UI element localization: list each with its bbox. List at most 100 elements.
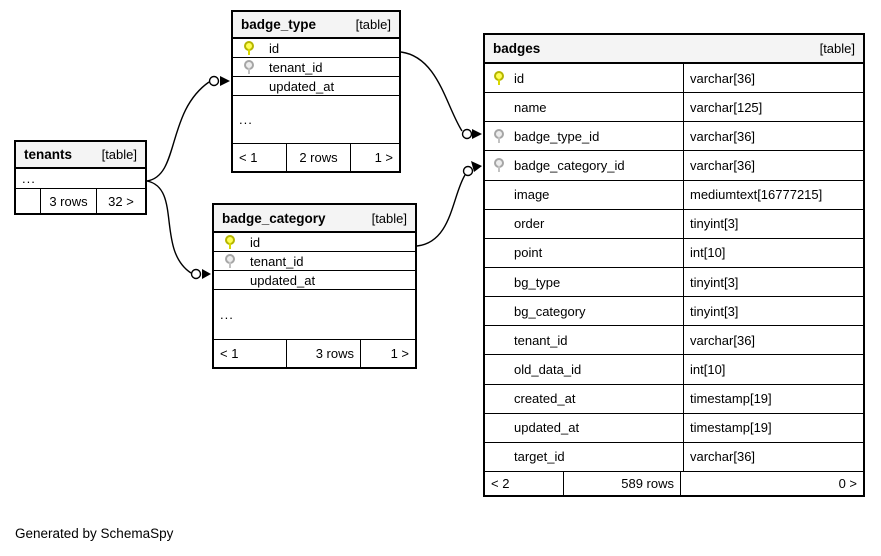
collapsed-columns-row[interactable]: ... (16, 169, 145, 189)
column-name: bg_category (514, 303, 586, 319)
column-name: created_at (514, 391, 576, 407)
column-type: varchar[36] (683, 64, 863, 93)
column-name: bg_type (514, 274, 561, 290)
column-row[interactable]: order tinyint[3] (485, 209, 863, 239)
column-row[interactable]: tenant_id (233, 58, 399, 77)
generated-by-note: Generated by SchemaSpy (15, 526, 174, 541)
column-row[interactable]: image mediumtext[16777215] (485, 180, 863, 210)
table-type-tag: [table] (371, 210, 407, 226)
column-row[interactable]: updated_at (233, 77, 399, 96)
column-row[interactable]: id (233, 39, 399, 58)
footer-children-cell: 1 > (374, 150, 393, 165)
column-name: order (514, 216, 545, 232)
entity-table-badges[interactable]: badges [table] id varchar[36] name varch… (483, 33, 865, 497)
relationship-badge-type-badges (400, 51, 482, 140)
footer-parents-cell: < 2 (485, 472, 564, 495)
column-name: target_id (514, 449, 565, 465)
column-name: badge_type_id (514, 128, 600, 144)
table-footer: < 1 2 rows 1 > (233, 144, 399, 171)
column-row[interactable]: id varchar[36] (485, 64, 863, 94)
footer-parents-cell: < 1 (233, 144, 287, 171)
foreign-key-icon (222, 252, 238, 270)
footer-rowcount-cell: 3 rows (287, 340, 361, 367)
column-name-cell: badge_type_id (485, 122, 683, 150)
table-header[interactable]: badges [table] (485, 35, 863, 64)
primary-key-icon (241, 39, 257, 57)
column-name: id (269, 40, 280, 56)
column-type: varchar[36] (683, 122, 863, 151)
column-name: id (250, 234, 261, 250)
column-name-cell: tenant_id (485, 326, 683, 354)
collapsed-columns-row[interactable]: ... (214, 290, 415, 340)
foreign-key-icon (491, 127, 507, 145)
key-icon-slot (491, 186, 507, 204)
key-icon-slot (491, 390, 507, 408)
column-name-cell: point (485, 239, 683, 267)
column-row[interactable]: point int[10] (485, 238, 863, 268)
entity-table-badge-category[interactable]: badge_category [table] id tenant_id upda… (212, 203, 417, 369)
foreign-key-icon (491, 156, 507, 174)
footer-children-cell: 32 > (108, 193, 134, 209)
column-name: old_data_id (514, 361, 582, 377)
column-name-cell: bg_category (485, 297, 683, 325)
column-type: varchar[36] (683, 442, 863, 471)
column-name-cell: updated_at (485, 414, 683, 442)
table-header[interactable]: badge_type [table] (233, 12, 399, 39)
entity-table-badge-type[interactable]: badge_type [table] id tenant_id updated_… (231, 10, 401, 173)
footer-rowcount-cell: 2 rows (287, 144, 351, 171)
column-row[interactable]: tenant_id varchar[36] (485, 326, 863, 356)
column-name: tenant_id (269, 59, 323, 75)
table-name: badges (493, 41, 541, 56)
footer-parents-cell: < 1 (214, 340, 287, 367)
column-list: id varchar[36] name varchar[125] badge_t… (485, 64, 863, 472)
footer-rowcount-cell: 3 rows (41, 189, 97, 213)
column-name-cell: badge_category_id (485, 151, 683, 179)
column-name-cell: bg_type (485, 268, 683, 296)
column-type: mediumtext[16777215] (683, 180, 863, 209)
column-name-cell: image (485, 181, 683, 209)
primary-key-icon (222, 233, 238, 251)
column-name: updated_at (250, 272, 316, 288)
column-row[interactable]: tenant_id (214, 252, 415, 271)
column-type: timestamp[19] (683, 384, 863, 413)
footer-parents-cell (16, 189, 41, 213)
column-row[interactable]: target_id varchar[36] (485, 442, 863, 472)
footer-children-cell: 1 > (390, 346, 409, 361)
column-name: point (514, 245, 543, 261)
column-row[interactable]: bg_category tinyint[3] (485, 297, 863, 327)
column-row[interactable]: bg_type tinyint[3] (485, 267, 863, 298)
column-row[interactable]: created_at timestamp[19] (485, 384, 863, 414)
column-row[interactable]: id (214, 233, 415, 252)
collapsed-columns-row[interactable]: ... (233, 96, 399, 144)
column-type: timestamp[19] (683, 413, 863, 442)
column-list: id tenant_id updated_at (233, 39, 399, 96)
column-list: id tenant_id updated_at (214, 233, 415, 290)
foreign-key-icon (241, 58, 257, 76)
footer-rowcount-cell: 589 rows (564, 472, 681, 495)
table-name: badge_category (222, 210, 326, 226)
table-name: tenants (24, 147, 73, 162)
column-row[interactable]: old_data_id int[10] (485, 355, 863, 385)
column-row[interactable]: name varchar[125] (485, 93, 863, 123)
key-icon-slot (491, 331, 507, 349)
table-header[interactable]: tenants [table] (16, 142, 145, 169)
key-icon-slot (491, 419, 507, 437)
table-header[interactable]: badge_category [table] (214, 205, 415, 233)
column-row[interactable]: badge_type_id varchar[36] (485, 122, 863, 152)
column-type: tinyint[3] (683, 297, 863, 326)
column-row[interactable]: badge_category_id varchar[36] (485, 151, 863, 181)
relationship-tenants-badge-type (146, 75, 230, 182)
table-type-tag: [table] (355, 17, 391, 32)
entity-table-tenants[interactable]: tenants [table] ... 3 rows 32 > (14, 140, 147, 215)
column-name-cell: created_at (485, 385, 683, 413)
column-row[interactable]: updated_at (214, 271, 415, 290)
table-name: badge_type (241, 17, 317, 32)
column-type: varchar[36] (683, 151, 863, 180)
column-name-cell: order (485, 210, 683, 238)
relationship-tenants-badge-category (146, 180, 211, 280)
column-name-cell: old_data_id (485, 355, 683, 383)
column-name: name (514, 99, 547, 115)
column-name: updated_at (269, 78, 335, 94)
column-row[interactable]: updated_at timestamp[19] (485, 413, 863, 443)
